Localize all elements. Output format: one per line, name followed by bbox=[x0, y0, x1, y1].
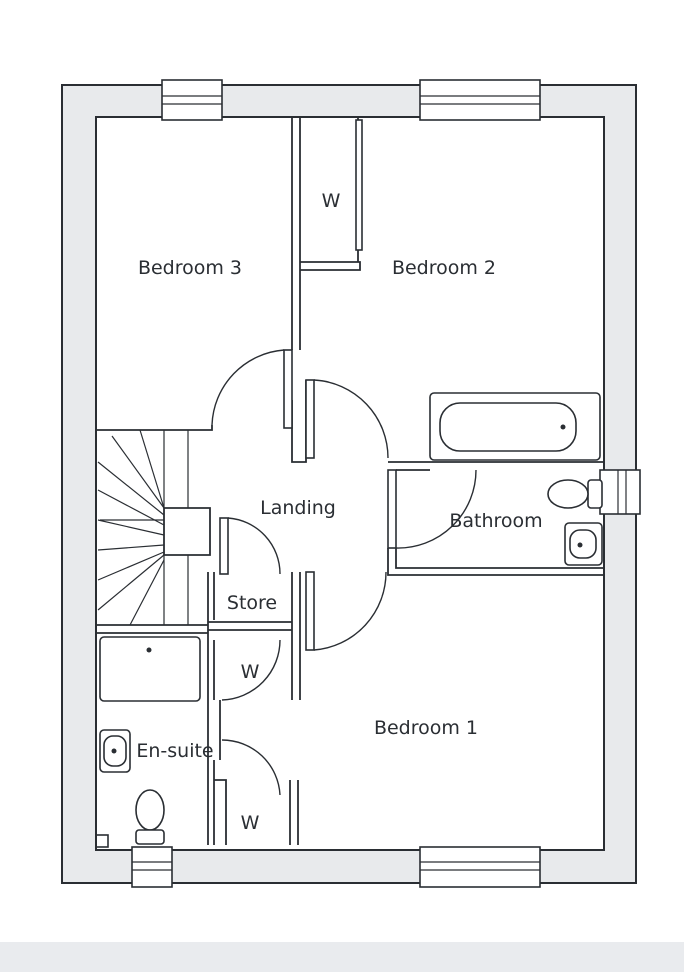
room-label-bedroom-1: Bedroom 1 bbox=[374, 717, 478, 739]
room-label-bedroom-3: Bedroom 3 bbox=[138, 257, 242, 279]
interior-walls bbox=[95, 117, 604, 848]
room-label-bathroom: Bathroom bbox=[449, 510, 542, 532]
footer-bar bbox=[0, 942, 684, 972]
bath-tub bbox=[429, 392, 601, 461]
window-bottom-left bbox=[131, 846, 173, 888]
exterior-walls bbox=[61, 84, 637, 884]
window-bottom-right bbox=[419, 846, 541, 888]
room-label-landing: Landing bbox=[260, 497, 336, 519]
room-label-wardrobe-bottom: W bbox=[241, 812, 260, 834]
shower-tray bbox=[99, 636, 201, 702]
basin bbox=[564, 522, 603, 566]
window-top-left bbox=[161, 79, 223, 121]
staircase bbox=[95, 429, 211, 626]
room-label-ensuite: En-suite bbox=[136, 740, 213, 762]
window-top-right bbox=[419, 79, 541, 121]
room-label-store: Store bbox=[227, 592, 277, 614]
room-label-wardrobe-mid: W bbox=[241, 661, 260, 683]
room-label-wardrobe-top: W bbox=[322, 190, 341, 212]
ensuite-basin bbox=[99, 729, 131, 773]
toilet bbox=[547, 479, 603, 509]
room-label-bedroom-2: Bedroom 2 bbox=[392, 257, 496, 279]
window-bathroom bbox=[599, 469, 641, 515]
doors bbox=[211, 349, 477, 796]
ensuite-toilet bbox=[135, 789, 165, 845]
